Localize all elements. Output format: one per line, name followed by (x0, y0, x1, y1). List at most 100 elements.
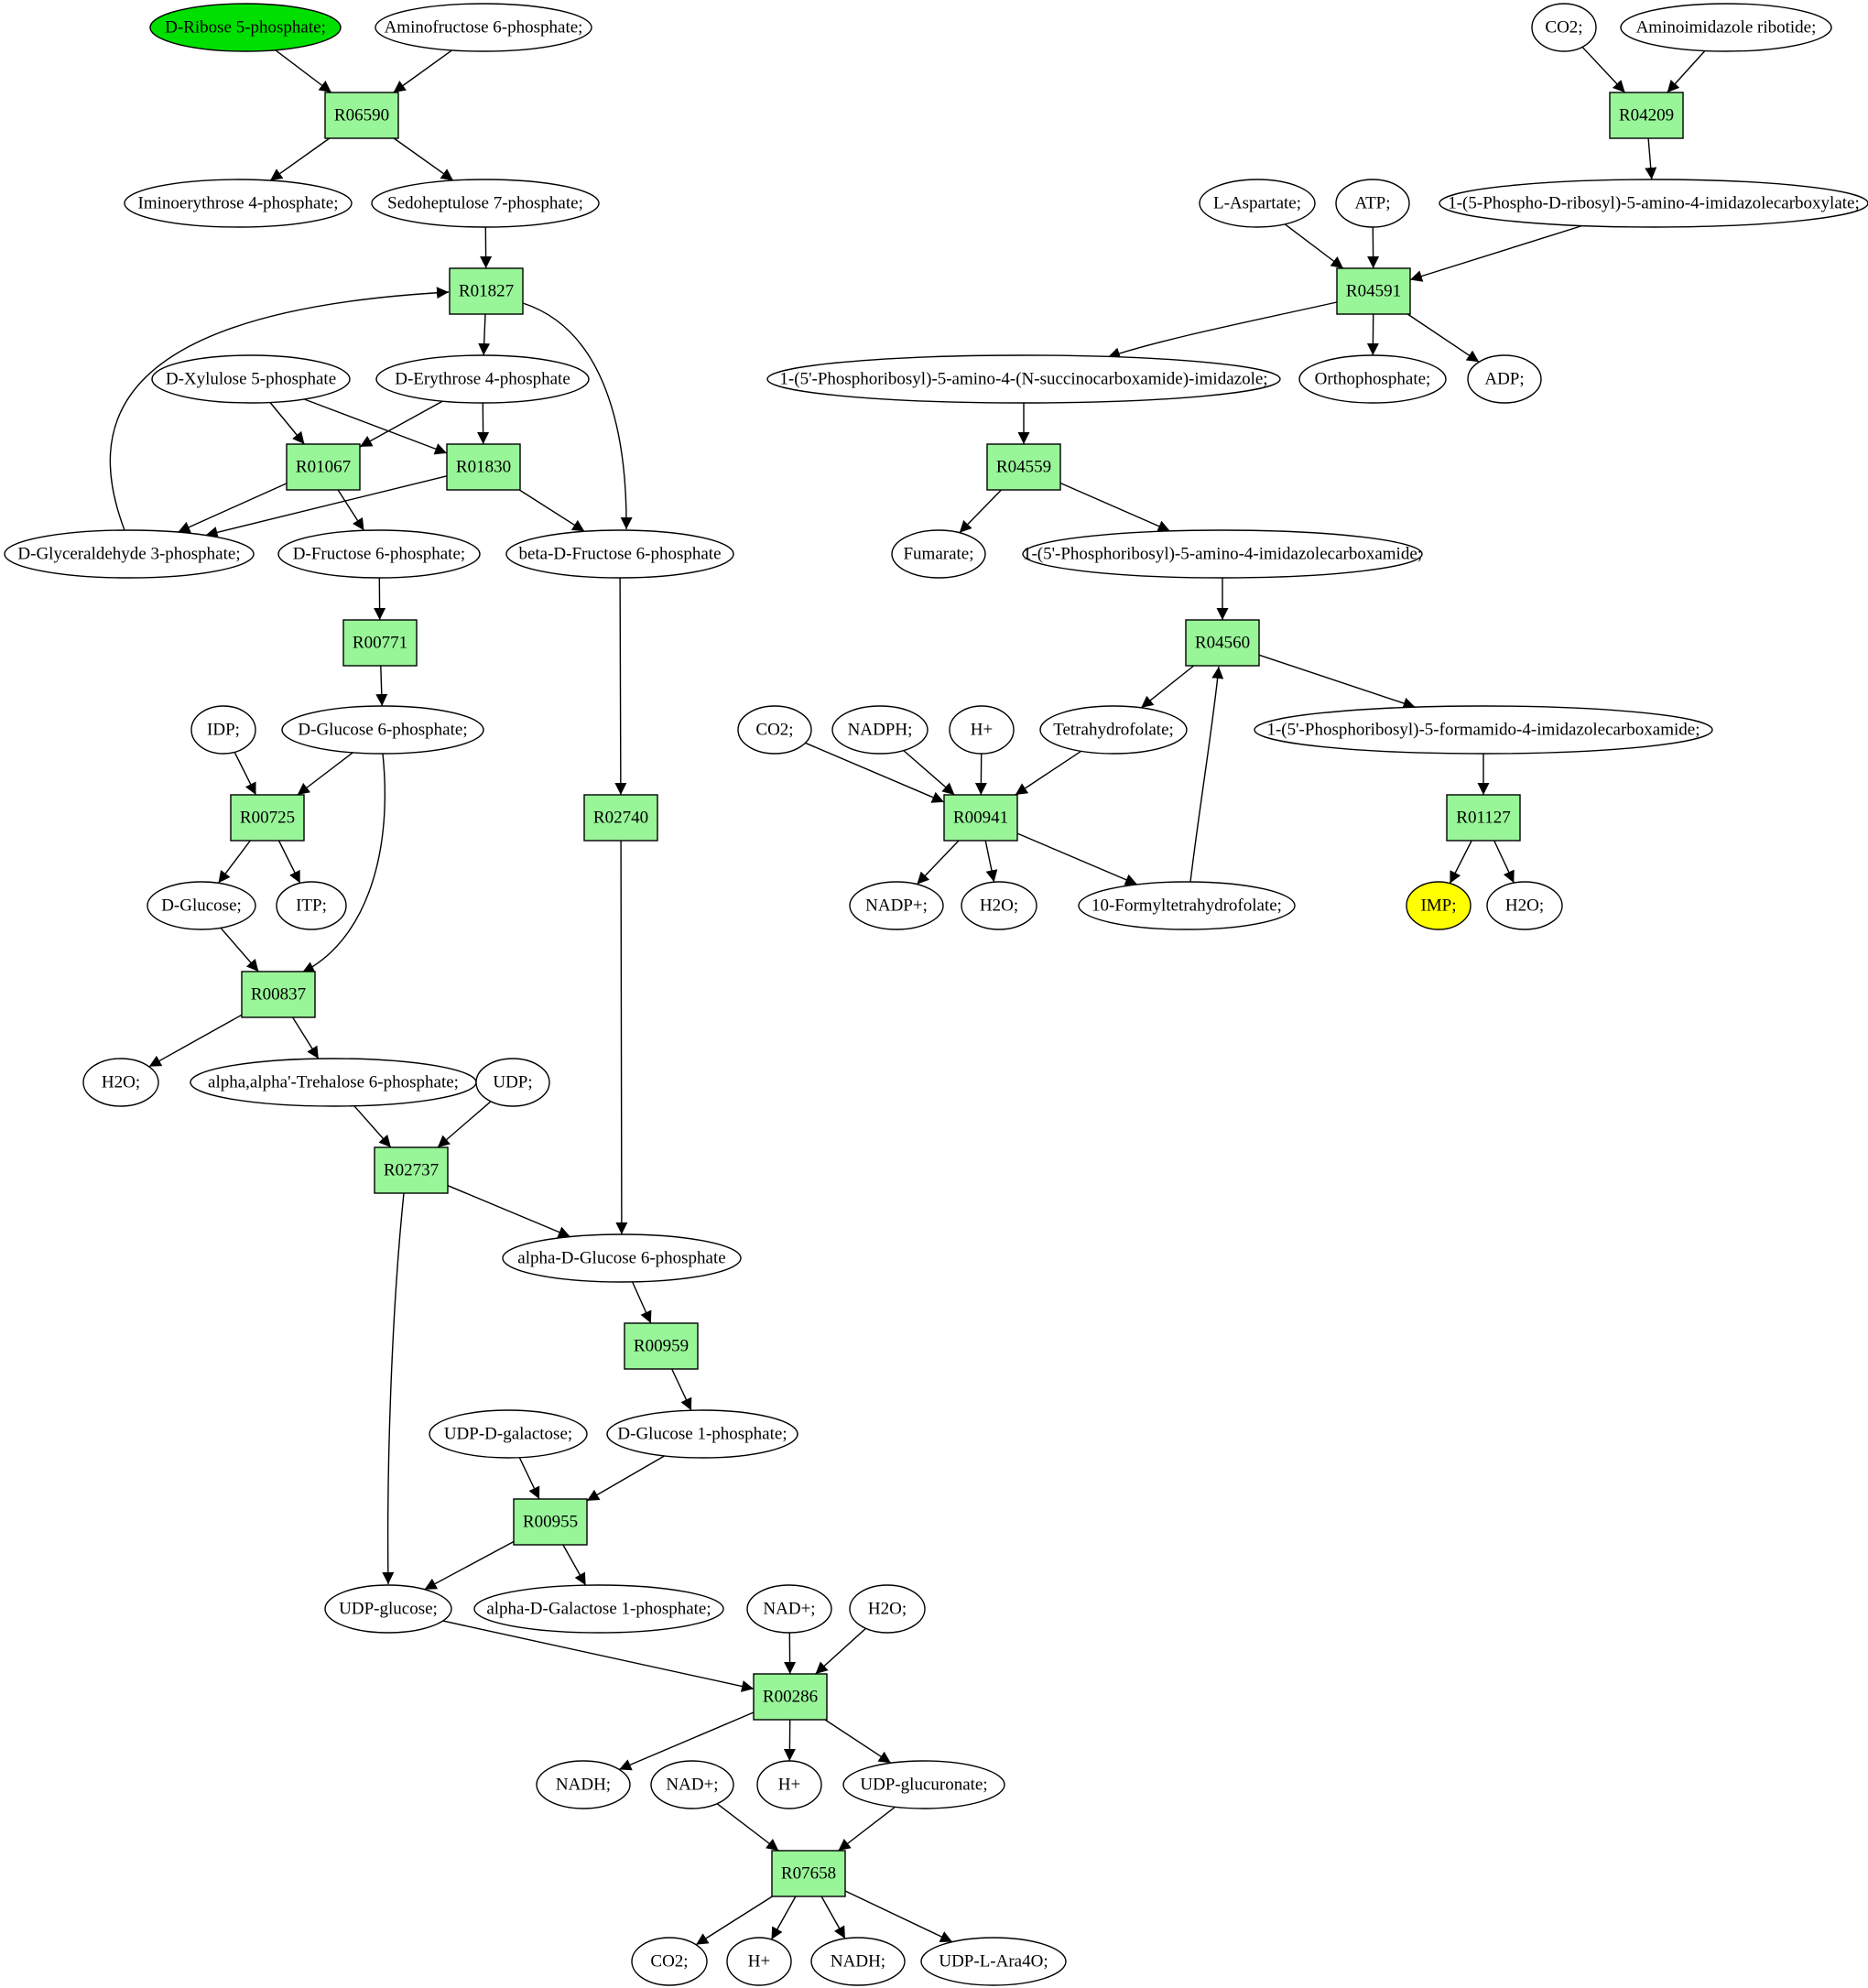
edge-nadplus_b-to-R07658 (716, 1803, 779, 1852)
reaction-node-R00771: R00771 (342, 619, 418, 667)
compound-node-udpara4o: UDP-L-Ara4O; (920, 1937, 1067, 1986)
reaction-label: R04560 (1195, 634, 1250, 653)
edge-erythrose4p-to-R01067 (359, 400, 443, 448)
reaction-box (324, 92, 399, 139)
reaction-box (513, 1498, 588, 1546)
compound-label: IDP; (207, 721, 240, 740)
compound-node-udpglucuronate: UDP-glucuronate; (842, 1760, 1005, 1809)
edge-R00941-to-h2o_c (984, 840, 998, 883)
compound-node-hplus_b: H+ (726, 1937, 792, 1986)
reaction-node-R01067: R01067 (286, 443, 361, 491)
compound-ellipse (475, 1058, 550, 1107)
compound-node-h2o_a: H2O; (82, 1058, 159, 1107)
reaction-label: R04591 (1346, 282, 1401, 301)
edge-R07658-to-hplus_b (770, 1896, 797, 1940)
compound-label: 1-(5'-Phosphoribosyl)-5-amino-4-imidazol… (1023, 545, 1422, 564)
edge-aminofructose6p-to-R06590 (393, 49, 452, 93)
compound-label: H+ (971, 721, 993, 740)
reaction-box (753, 1673, 828, 1721)
compound-node-nadph: NADPH; (831, 705, 929, 755)
compound-node-itp: ITP; (276, 881, 347, 930)
reaction-label: R01127 (1456, 809, 1510, 828)
edge-R00771-to-glucose6p (375, 665, 388, 707)
edge-formylthf-to-R04560 (1189, 666, 1224, 883)
compound-ellipse (375, 354, 590, 404)
reaction-label: R01827 (459, 282, 514, 301)
compound-node-adp: ADP; (1467, 354, 1542, 404)
compound-label: UDP-D-galactose; (444, 1425, 572, 1444)
compound-ellipse (281, 705, 484, 755)
edge-R01127-to-h2o_d (1493, 840, 1515, 884)
reaction-label: R01067 (296, 458, 351, 477)
compound-label: UDP-L-Ara4O; (939, 1952, 1048, 1972)
compound-node-thf: Tetrahydrofolate; (1039, 705, 1188, 755)
edge-glyceraldehyde3p-to-R01827 (109, 287, 450, 531)
compound-node-co2_a: CO2; (631, 1937, 708, 1986)
edge-R07658-to-co2_a (695, 1896, 773, 1946)
reaction-box (449, 267, 524, 315)
compound-ellipse (1039, 705, 1188, 755)
edge-udpglucose-to-R00286 (442, 1620, 755, 1692)
edge-R00941-to-nadpplus (916, 840, 960, 885)
compound-node-alphaglucose6p: alpha-D-Glucose 6-phosphate (502, 1233, 742, 1283)
reaction-node-R04591: R04591 (1336, 267, 1411, 315)
reaction-box (943, 794, 1018, 842)
compound-node-udpgalactose: UDP-D-galactose; (429, 1409, 588, 1459)
compound-label: CO2; (650, 1952, 688, 1972)
compound-node-nadh_b: NADH; (810, 1937, 906, 1986)
reaction-box (230, 794, 305, 842)
compound-ellipse (891, 529, 986, 579)
compound-label: beta-D-Fructose 6-phosphate (518, 545, 721, 564)
edge-R01827-to-erythrose4p (478, 313, 491, 356)
reaction-label: R00725 (240, 809, 295, 828)
compound-node-galactose1p: alpha-D-Galactose 1-phosphate; (473, 1584, 724, 1634)
compound-ellipse (831, 705, 929, 755)
compound-node-hplus_c: H+ (949, 705, 1015, 755)
edge-glucose6p-to-R00725 (297, 752, 353, 796)
compound-node-nadh_a: NADH; (536, 1760, 631, 1809)
edge-R04209-to-caair (1645, 137, 1657, 180)
edge-R06590-to-iminoerythrose4p (269, 137, 331, 181)
compound-node-formylthf: 10-Formyltetrahydrofolate; (1078, 881, 1296, 930)
edge-idp-to-R00725 (234, 752, 257, 796)
reaction-node-R02740: R02740 (583, 794, 658, 842)
edge-R01067-to-fructose6p (337, 489, 365, 531)
reaction-box (624, 1322, 699, 1370)
compound-node-aminofructose6p: Aminofructose 6-phosphate; (375, 3, 592, 52)
compound-node-iminoerythrose4p: Iminoerythrose 4-phosphate; (124, 179, 353, 228)
edge-R00725-to-dglucose (217, 840, 251, 884)
reaction-node-R00837: R00837 (241, 971, 316, 1018)
compound-node-orthophosphate: Orthophosphate; (1298, 354, 1447, 404)
compound-label: UDP; (493, 1073, 532, 1092)
compound-ellipse (650, 1760, 734, 1809)
compound-node-udp: UDP; (475, 1058, 550, 1107)
compound-ellipse (1022, 529, 1423, 579)
compound-ellipse (1254, 705, 1713, 755)
reaction-node-R00725: R00725 (230, 794, 305, 842)
edge-R01127-to-imp (1449, 840, 1472, 885)
compound-label: H2O; (868, 1600, 907, 1619)
compound-node-nadplus_b: NAD+; (650, 1760, 734, 1809)
edge-betafructose6p-to-R02740 (614, 577, 627, 796)
edge-xylulose5p-to-R01830 (303, 398, 448, 455)
compound-node-imp: IMP; (1406, 881, 1472, 930)
edge-R04559-to-aicar (1059, 482, 1170, 532)
compound-ellipse (849, 1584, 926, 1634)
compound-ellipse (810, 1937, 906, 1986)
edges-layer (109, 46, 1706, 1946)
edge-R00941-to-formylthf (1016, 832, 1138, 885)
compound-label: alpha-D-Galactose 1-phosphate; (486, 1600, 711, 1619)
edge-co2_b-to-R04209 (1581, 46, 1626, 93)
compound-node-ribose5p: D-Ribose 5-phosphate; (149, 3, 342, 52)
compound-label: NADH; (556, 1776, 611, 1795)
compound-node-glucose6p: D-Glucose 6-phosphate; (281, 705, 484, 755)
reaction-box (583, 794, 658, 842)
compound-ellipse (726, 1937, 792, 1986)
compound-label: ADP; (1484, 370, 1524, 389)
reaction-box (342, 619, 418, 667)
compound-ellipse (147, 881, 256, 930)
compound-label: Fumarate; (903, 545, 973, 564)
compound-node-nadpplus: NADP+; (849, 881, 944, 930)
compound-ellipse (502, 1233, 742, 1283)
reaction-node-R01830: R01830 (446, 443, 521, 491)
